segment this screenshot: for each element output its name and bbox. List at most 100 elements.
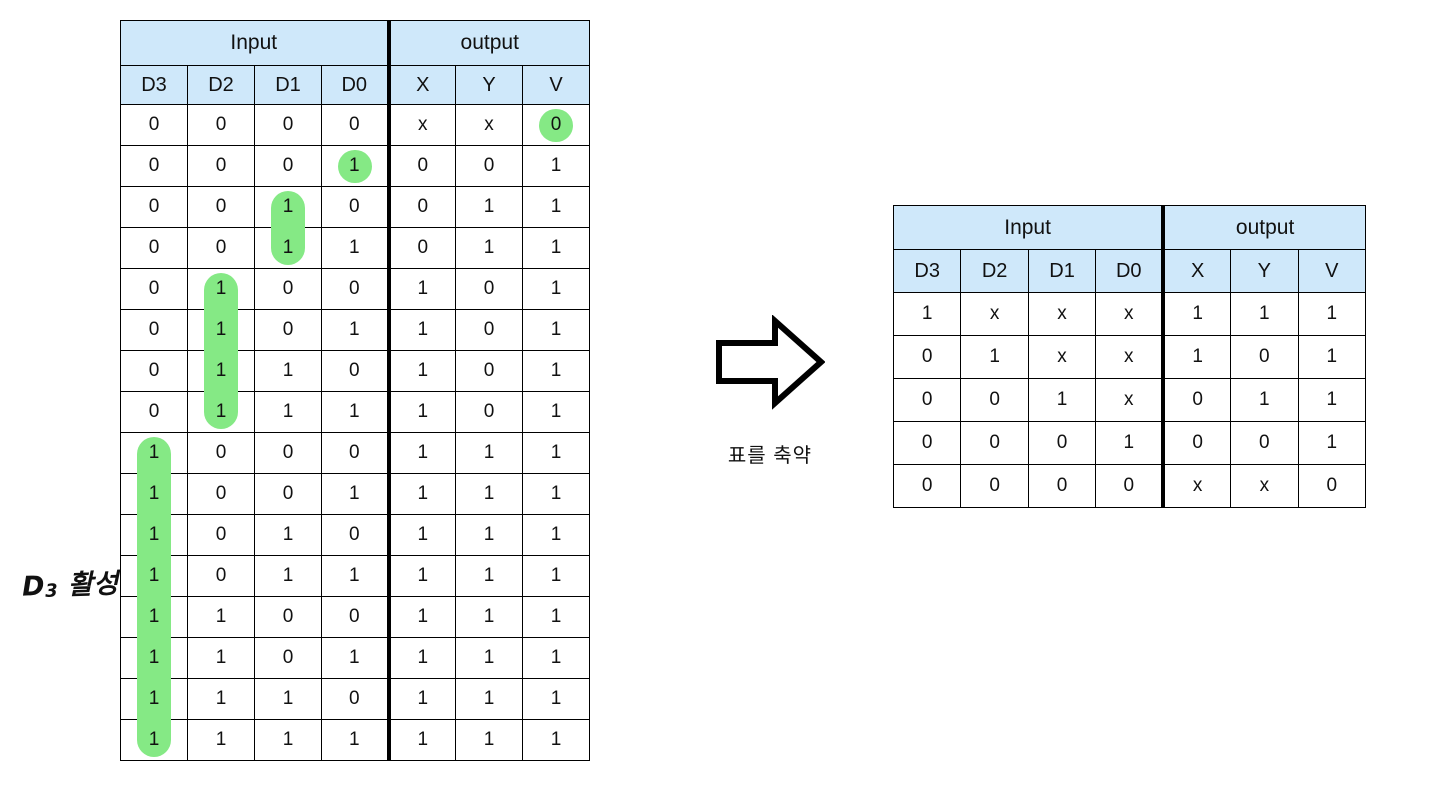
full-cell-r2-d0: 1 — [321, 145, 389, 187]
full-cell-r12-d1: 1 — [254, 555, 322, 597]
condensed-cell-r4-d2: 0 — [960, 421, 1029, 465]
full-column-header-d3: D3 — [120, 65, 188, 105]
arrow-caption: 표를 축약 — [727, 445, 813, 467]
condensed-cell-r1-d3: 1 — [892, 292, 962, 336]
full-cell-r5-y: 0 — [455, 268, 523, 310]
condensed-column-header-d3: D3 — [892, 249, 962, 293]
condensed-cell-r5-v: 0 — [1297, 464, 1367, 508]
d3-note-subscript: 3 — [44, 580, 59, 602]
condensed-cell-r4-x: 0 — [1161, 421, 1232, 465]
full-column-header-y: Y — [455, 65, 523, 105]
full-column-header-v: V — [522, 65, 590, 105]
condensed-cell-r2-d0: x — [1095, 335, 1164, 379]
condensed-cell-r4-d3: 0 — [892, 421, 962, 465]
condensed-cell-r1-y: 1 — [1230, 292, 1299, 336]
full-cell-r1-d1: 0 — [254, 104, 322, 146]
full-cell-r7-d2: 1 — [187, 350, 255, 392]
full-cell-r16-x: 1 — [386, 719, 456, 761]
full-cell-r7-d3: 0 — [120, 350, 188, 392]
condensed-column-header-d2: D2 — [960, 249, 1029, 293]
full-cell-r11-d1: 1 — [254, 514, 322, 556]
condensed-cell-r4-d1: 0 — [1027, 421, 1097, 465]
condensed-cell-r3-d0: x — [1095, 378, 1164, 422]
condensed-cell-r3-d3: 0 — [892, 378, 962, 422]
full-cell-r13-d0: 0 — [321, 596, 389, 638]
transform-arrow-block: 표를 축약 — [680, 314, 860, 468]
condensed-cell-r3-v: 1 — [1297, 378, 1367, 422]
full-cell-r8-v: 1 — [522, 391, 590, 433]
condensed-cell-r3-d2: 0 — [960, 378, 1029, 422]
full-cell-r14-v: 1 — [522, 637, 590, 679]
full-cell-r8-x: 1 — [386, 391, 456, 433]
full-cell-r9-d1: 0 — [254, 432, 322, 474]
full-cell-r14-d2: 1 — [187, 637, 255, 679]
full-group-header-input: Input — [120, 20, 389, 66]
full-cell-r1-v: 0 — [522, 104, 590, 146]
condensed-cell-r2-y: 0 — [1230, 335, 1299, 379]
full-cell-r7-y: 0 — [455, 350, 523, 392]
full-cell-r16-y: 1 — [455, 719, 523, 761]
full-cell-r6-d3: 0 — [120, 309, 188, 351]
full-cell-r16-d2: 1 — [187, 719, 255, 761]
condensed-cell-r5-d3: 0 — [892, 464, 962, 508]
full-cell-r3-y: 1 — [455, 186, 523, 228]
d3-active-note: D3 활성 — [21, 561, 120, 603]
condensed-cell-r5-d0: 0 — [1095, 464, 1164, 508]
full-cell-r4-v: 1 — [522, 227, 590, 269]
full-cell-r12-d3: 1 — [120, 555, 188, 597]
full-cell-r3-d1: 1 — [254, 186, 322, 228]
full-cell-r13-y: 1 — [455, 596, 523, 638]
full-cell-r11-v: 1 — [522, 514, 590, 556]
full-cell-r13-d1: 0 — [254, 596, 322, 638]
full-cell-r8-d1: 1 — [254, 391, 322, 433]
condensed-cell-r2-x: 1 — [1161, 335, 1232, 379]
full-cell-r6-d1: 0 — [254, 309, 322, 351]
condensed-cell-r4-d0: 1 — [1095, 421, 1164, 465]
d3-note-suffix: 활성 — [57, 568, 120, 602]
full-cell-r5-d2: 1 — [187, 268, 255, 310]
full-cell-r7-d0: 0 — [321, 350, 389, 392]
full-cell-r15-d0: 0 — [321, 678, 389, 720]
full-cell-r14-y: 1 — [455, 637, 523, 679]
condensed-group-header-output: output — [1161, 205, 1367, 250]
condensed-cell-r5-d1: 0 — [1027, 464, 1097, 508]
full-cell-r16-d0: 1 — [321, 719, 389, 761]
full-cell-r3-d0: 0 — [321, 186, 389, 228]
condensed-cell-r5-x: x — [1161, 464, 1232, 508]
condensed-group-header-input: Input — [893, 205, 1164, 250]
full-cell-r3-d3: 0 — [120, 186, 188, 228]
full-cell-r8-d2: 1 — [187, 391, 255, 433]
full-cell-r5-d0: 0 — [321, 268, 389, 310]
full-cell-r11-y: 1 — [455, 514, 523, 556]
full-cell-r12-v: 1 — [522, 555, 590, 597]
full-cell-r7-x: 1 — [386, 350, 456, 392]
full-cell-r10-v: 1 — [522, 473, 590, 515]
full-cell-r9-x: 1 — [386, 432, 456, 474]
right-arrow-icon — [716, 314, 826, 410]
full-cell-r9-d0: 0 — [321, 432, 389, 474]
full-column-header-x: X — [386, 65, 456, 105]
full-cell-r4-d3: 0 — [120, 227, 188, 269]
full-cell-r9-d2: 0 — [187, 432, 255, 474]
full-cell-r13-d2: 1 — [187, 596, 255, 638]
full-cell-r11-d0: 0 — [321, 514, 389, 556]
full-cell-r15-d2: 1 — [187, 678, 255, 720]
